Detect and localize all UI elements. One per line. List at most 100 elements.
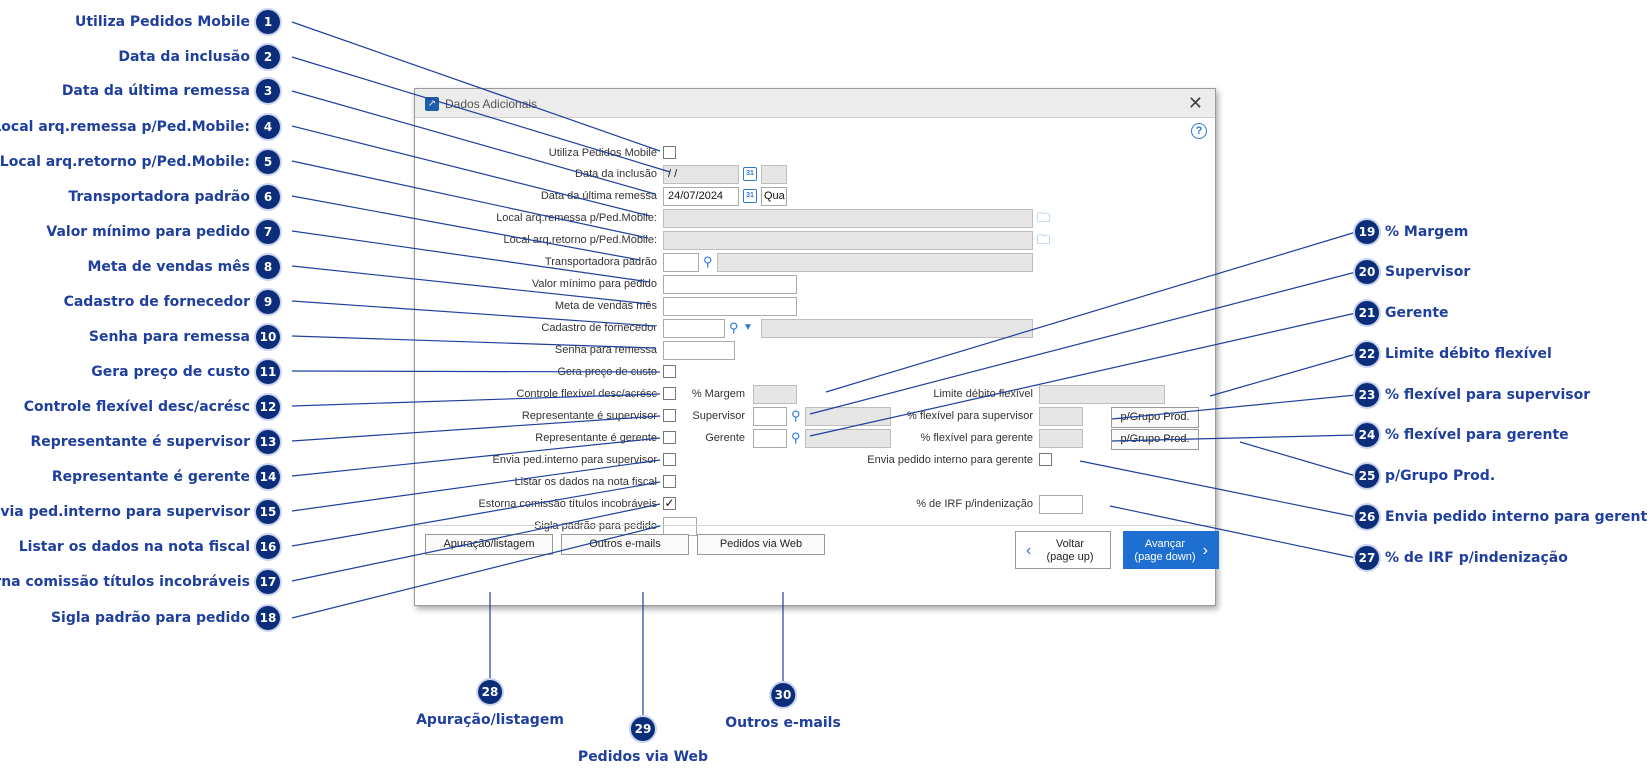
label-rep-gerente: Representante é gerente	[535, 432, 657, 444]
annotation-label: Local arq.retorno p/Ped.Mobile:	[0, 154, 250, 170]
voltar-button[interactable]: ‹ Voltar(page up)	[1015, 531, 1111, 569]
label-utiliza-pedidos-mobile: Utiliza Pedidos Mobile	[548, 147, 657, 159]
local-retorno-field[interactable]	[663, 231, 1033, 250]
irf-indenizacao-field[interactable]	[1039, 495, 1083, 514]
annotation-label: Outros e-mails	[725, 715, 841, 731]
annotation-label: Representante é gerente	[51, 469, 250, 485]
transportadora-code-field[interactable]	[663, 253, 699, 272]
search-icon[interactable]: ⚲	[703, 254, 713, 269]
data-inclusao-field[interactable]: / /	[663, 165, 739, 184]
search-icon[interactable]: ⚲	[791, 430, 801, 445]
annotation-label: Valor mínimo para pedido	[46, 224, 250, 240]
rep-supervisor-checkbox[interactable]	[663, 409, 676, 422]
margem-field[interactable]	[753, 385, 797, 404]
gerente-code-field[interactable]	[753, 429, 787, 448]
annotation-label: Envia pedido interno para gerente	[1385, 509, 1648, 525]
annotation-badge: 20	[1355, 260, 1379, 284]
local-remessa-field[interactable]	[663, 209, 1033, 228]
dia-semana-inclusao-field	[761, 165, 787, 184]
label-limite-debito: Limite débito flexível	[933, 388, 1033, 400]
annotation-label: Gera preço de custo	[91, 364, 250, 380]
label-margem: % Margem	[691, 388, 745, 400]
annotation-badge: 12	[256, 395, 280, 419]
annotation-badge: 28	[477, 680, 502, 704]
envia-ped-gerente-checkbox[interactable]	[1039, 453, 1052, 466]
annotation-badge: 8	[256, 255, 280, 279]
supervisor-name-field	[805, 407, 891, 426]
annotation-label: Estorna comissão títulos incobráveis	[0, 574, 250, 590]
envia-ped-supervisor-checkbox[interactable]	[663, 453, 676, 466]
data-ultima-remessa-field[interactable]: 24/07/2024	[663, 187, 739, 206]
pedidos-via-web-button[interactable]: Pedidos via Web	[697, 534, 825, 555]
label-local-retorno: Local arq.retorno p/Ped.Mobile:	[503, 234, 657, 246]
annotation-label: Supervisor	[1385, 264, 1471, 280]
annotation-label: Data da inclusão	[118, 49, 250, 65]
callout-line	[1239, 441, 1357, 477]
calendar-icon[interactable]: 31	[743, 189, 757, 203]
avancar-button[interactable]: Avançar(page down) ›	[1123, 531, 1219, 569]
search-icon[interactable]: ⚲	[791, 408, 801, 423]
flex-supervisor-field[interactable]	[1039, 407, 1083, 426]
label-envia-ped-supervisor: Envia ped.interno para supervisor	[492, 454, 657, 466]
label-gera-preco-custo: Gera preço de custo	[557, 366, 657, 378]
annotation-badge: 14	[256, 465, 280, 489]
meta-vendas-field[interactable]	[663, 297, 797, 316]
annotation-label: Gerente	[1385, 305, 1449, 321]
help-icon[interactable]: ?	[1191, 123, 1207, 139]
estorna-comissao-checkbox[interactable]: ✓	[663, 496, 676, 510]
controle-flexivel-checkbox[interactable]	[663, 387, 676, 400]
utiliza-pedidos-mobile-checkbox[interactable]	[663, 146, 676, 159]
limite-debito-field[interactable]	[1039, 385, 1165, 404]
annotation-label: Transportadora padrão	[68, 189, 250, 205]
title-bar: ↗ Dados Adicionais ✕	[415, 89, 1215, 118]
supervisor-code-field[interactable]	[753, 407, 787, 426]
annotation-badge: 19	[1355, 220, 1379, 244]
label-supervisor: Supervisor	[692, 410, 745, 422]
folder-icon[interactable]: 🗀	[1037, 210, 1051, 225]
label-flex-supervisor: % flexível para supervisor	[907, 410, 1033, 422]
search-icon[interactable]: ⚲	[729, 320, 739, 335]
annotation-badge: 5	[256, 150, 280, 174]
annotation-label: Pedidos via Web	[577, 749, 709, 765]
label-data-inclusao: Data da inclusão	[575, 168, 657, 180]
label-senha-remessa: Senha para remessa	[554, 344, 657, 356]
annotation-badge: 10	[256, 325, 280, 349]
flex-gerente-field[interactable]	[1039, 429, 1083, 448]
listar-dados-nf-checkbox[interactable]	[663, 475, 676, 488]
annotation-label: Utiliza Pedidos Mobile	[74, 14, 250, 30]
dados-adicionais-dialog: ↗ Dados Adicionais ✕ ? Utiliza Pedidos M…	[414, 88, 1219, 606]
annotation-label: Controle flexível desc/acrésc	[23, 399, 250, 415]
chevron-left-icon: ‹	[1026, 542, 1032, 559]
outros-emails-button[interactable]: Outros e-mails	[561, 534, 689, 555]
label-valor-minimo: Valor mínimo para pedido	[531, 278, 657, 290]
apuracao-listagem-button[interactable]: Apuração/listagem	[425, 534, 553, 555]
senha-remessa-field[interactable]	[663, 341, 735, 360]
close-icon[interactable]: ✕	[1187, 93, 1203, 113]
dropdown-icon[interactable]: ▼	[743, 322, 753, 333]
annotation-14: Representante é gerente 14	[52, 465, 280, 489]
fornecedor-code-field[interactable]	[663, 319, 725, 338]
label-meta-vendas: Meta de vendas mês	[554, 300, 657, 312]
grupo-prod-gerente-button[interactable]: p/Grupo Prod.	[1111, 429, 1199, 450]
annotation-badge: 17	[256, 570, 280, 594]
voltar-label: Voltar(page up)	[1042, 538, 1098, 564]
rep-gerente-checkbox[interactable]	[663, 431, 676, 444]
annotation-label: Representante é supervisor	[30, 434, 250, 450]
folder-icon[interactable]: 🗀	[1037, 232, 1051, 247]
gera-preco-custo-checkbox[interactable]	[663, 365, 676, 378]
grupo-prod-supervisor-button[interactable]: p/Grupo Prod.	[1111, 407, 1199, 428]
dia-semana-remessa-field: Qua	[761, 187, 787, 206]
label-envia-ped-gerente: Envia pedido interno para gerente	[867, 454, 1033, 466]
annotation-label: Limite débito flexível	[1385, 346, 1552, 362]
valor-minimo-field[interactable]	[663, 275, 797, 294]
calendar-icon[interactable]: 31	[743, 167, 757, 181]
